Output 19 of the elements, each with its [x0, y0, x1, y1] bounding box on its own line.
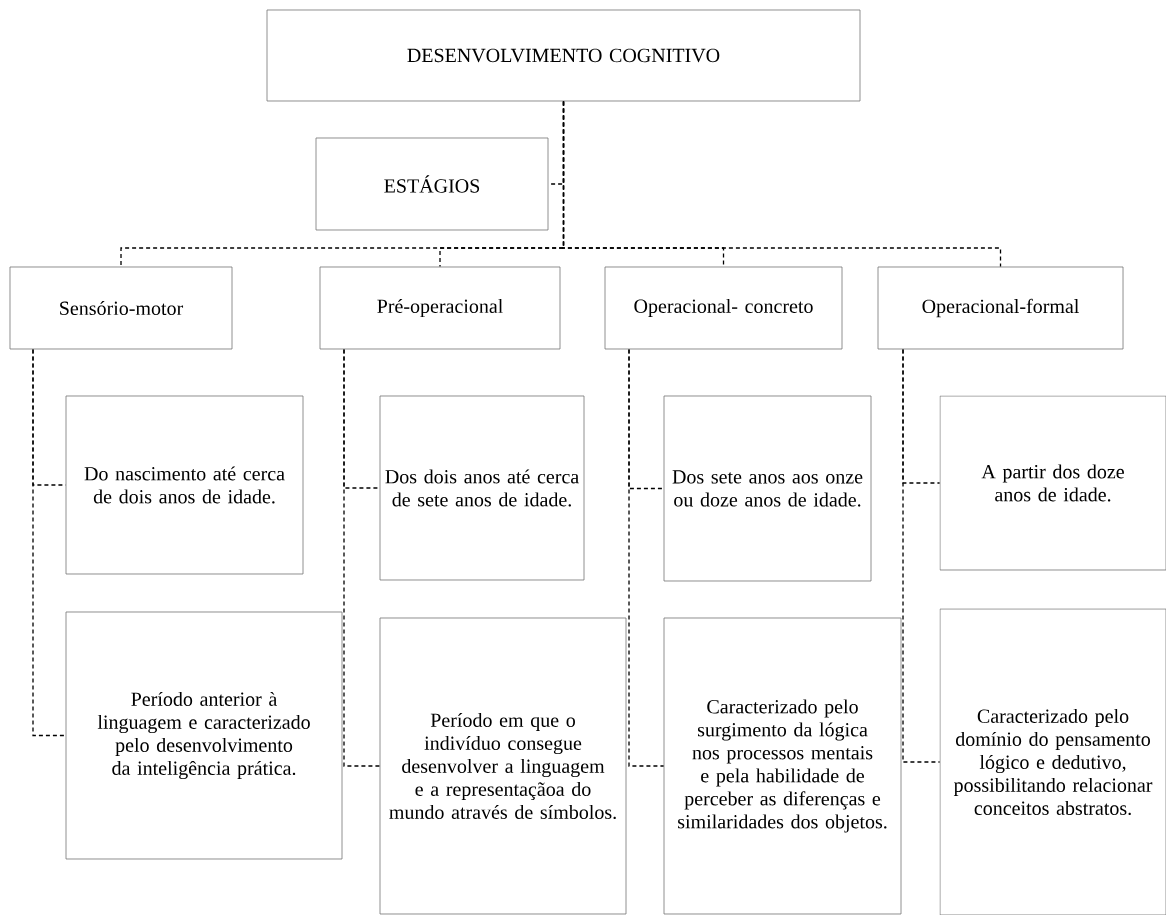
box: Operacional-formal — [877, 266, 1124, 350]
box: Pré-operacional — [319, 266, 561, 350]
box: Dos sete anos aos onze ou doze anos de idade. — [663, 395, 872, 582]
box: Período em que o indivíduo consegue desenvolver a linguagem e a representaçãoa do mundo através de símbolos. — [379, 617, 627, 915]
connector-line — [343, 348, 381, 767]
connector-line — [902, 348, 941, 763]
connector-line — [32, 348, 67, 737]
box: Caracterizado pelo surgimento da lógica nos processos mentais e pela habilidade de perceber as diferenças e similaridades dos objetos. — [663, 617, 902, 915]
box: Período anterior à linguagem e caracterizado pelo desenvolvimento da inteligência prática. — [65, 611, 343, 860]
box: Caracterizado pelo domínio do pensamento lógico e dedutivo, possibilitando relacionar conceitos abstratos. — [939, 608, 1166, 915]
connector-line — [561, 100, 1002, 268]
heading-box: ESTÁGIOS — [315, 137, 549, 231]
box: Operacional- concreto — [604, 266, 843, 350]
box: Do nascimento até cerca de dois anos de idade. — [65, 395, 304, 575]
box: Dos dois anos até cerca de sete anos de idade. — [379, 395, 585, 581]
box: A partir dos doze anos de idade. — [939, 395, 1166, 571]
title-box: DESENVOLVIMENTO COGNITIVO — [266, 9, 861, 102]
connector-line — [628, 348, 665, 767]
box: Sensório-motor — [9, 266, 233, 350]
